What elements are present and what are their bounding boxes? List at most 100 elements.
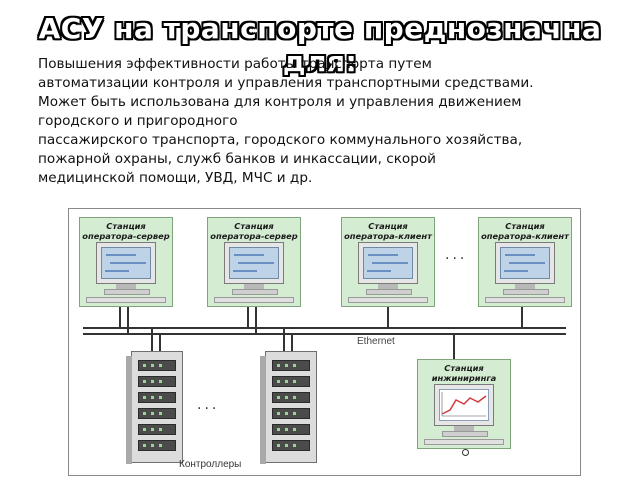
description-line: Повышения эффективности работы транспорт…: [38, 56, 432, 72]
rack-module: [272, 392, 310, 403]
screen-detail: [234, 254, 264, 256]
network-diagram: Станция оператора-сервер Станция операто…: [68, 208, 581, 476]
rack-module: [138, 440, 176, 451]
station-engineering: Станция инжиниринга: [417, 359, 511, 449]
engineering-connector: [453, 335, 455, 359]
station-label: Станция оператора-клиент: [479, 221, 571, 241]
station-operator-client-2: Станция оператора-клиент: [478, 217, 572, 307]
rack-module: [272, 440, 310, 451]
monitor-stand: [454, 426, 474, 431]
screen-detail: [233, 270, 257, 272]
monitor-stand: [116, 284, 136, 289]
station-label: Станция оператора-сервер: [80, 221, 172, 241]
ethernet-bus-line: [83, 333, 566, 335]
computer-base: [104, 289, 150, 295]
station-label-line1: Станция: [505, 221, 545, 231]
screen-detail: [368, 254, 398, 256]
controller-connector: [283, 329, 285, 351]
station-label-line2: оператора-сервер: [82, 231, 170, 241]
screen-detail: [106, 254, 136, 256]
page-title: АСУ на транспорте преднозначна для:: [38, 12, 602, 78]
station-label-line2: оператора-клиент: [344, 231, 432, 241]
rack-module: [138, 360, 176, 371]
controller-cabinet-icon: [260, 351, 317, 464]
monitor-icon: [224, 242, 284, 284]
screen-detail: [509, 262, 545, 264]
monitor-stand: [515, 284, 535, 289]
more-controllers-ellipsis: ...: [197, 397, 220, 413]
ethernet-label: Ethernet: [357, 336, 395, 347]
station-operator-server-2: Станция оператора-сервер: [207, 217, 301, 307]
description-line: медицинской помощи, УВД, МЧС и др.: [38, 170, 313, 186]
screen: [363, 247, 413, 279]
rack-module: [138, 392, 176, 403]
computer-base: [366, 289, 412, 295]
monitor-icon: [96, 242, 156, 284]
screen-detail: [105, 270, 129, 272]
controller-connector: [291, 335, 293, 351]
description-line: городского и пригородного: [38, 113, 238, 129]
description-text: Повышения эффективности работы транспорт…: [38, 55, 628, 188]
controllers-label: Контроллеры: [179, 459, 242, 470]
trend-graph-icon: [441, 392, 487, 417]
rack-module: [272, 376, 310, 387]
station-label-line1: Станция: [106, 221, 146, 231]
screen: [500, 247, 550, 279]
monitor-stand: [378, 284, 398, 289]
rack-module: [138, 408, 176, 419]
station-label-line1: Станция: [234, 221, 274, 231]
station-label-line2: оператора-сервер: [210, 231, 298, 241]
station-label-line2: инжиниринга: [431, 373, 497, 383]
station-label: Станция инжиниринга: [418, 363, 510, 383]
monitor-stand: [244, 284, 264, 289]
screen-detail: [110, 262, 146, 264]
description-line: пассажирского транспорта, городского ком…: [38, 132, 523, 148]
station-label: Станция оператора-клиент: [342, 221, 434, 241]
station-label: Станция оператора-сервер: [208, 221, 300, 241]
screen-detail: [504, 270, 528, 272]
controller-connector: [159, 335, 161, 351]
station-label-line1: Станция: [368, 221, 408, 231]
screen: [229, 247, 279, 279]
screen-detail: [367, 270, 391, 272]
ethernet-bus-line: [83, 327, 566, 329]
more-stations-ellipsis: ...: [445, 247, 468, 263]
computer-base: [442, 431, 488, 437]
keyboard-icon: [424, 439, 504, 445]
station-connector: [387, 307, 389, 329]
rack-module: [138, 424, 176, 435]
rack-module: [272, 408, 310, 419]
description-line: пожарной охраны, служб банков и инкассац…: [38, 151, 437, 167]
description-line: автоматизации контроля и управления тран…: [38, 75, 534, 91]
mouse-icon: [462, 449, 469, 456]
screen-detail: [238, 262, 274, 264]
cabinet-side: [126, 356, 132, 464]
station-connector: [127, 307, 129, 335]
screen-detail: [372, 262, 408, 264]
station-label-line1: Станция: [444, 363, 484, 373]
station-connector: [521, 307, 523, 329]
station-connector: [247, 307, 249, 329]
screen-detail: [505, 254, 535, 256]
cabinet-side: [260, 356, 266, 464]
keyboard-icon: [348, 297, 428, 303]
keyboard-icon: [485, 297, 565, 303]
monitor-icon: [358, 242, 418, 284]
station-operator-client-1: Станция оператора-клиент: [341, 217, 435, 307]
station-operator-server-1: Станция оператора-сервер: [79, 217, 173, 307]
computer-base: [503, 289, 549, 295]
rack-module: [138, 376, 176, 387]
description-line: Может быть использована для контроля и у…: [38, 94, 522, 110]
keyboard-icon: [214, 297, 294, 303]
screen: [439, 389, 489, 421]
station-connector: [119, 307, 121, 329]
rack-module: [272, 424, 310, 435]
screen: [101, 247, 151, 279]
controller-connector: [151, 329, 153, 351]
station-connector: [255, 307, 257, 335]
computer-base: [232, 289, 278, 295]
station-label-line2: оператора-клиент: [481, 231, 569, 241]
rack-module: [272, 360, 310, 371]
keyboard-icon: [86, 297, 166, 303]
controller-cabinet-icon: [126, 351, 183, 464]
